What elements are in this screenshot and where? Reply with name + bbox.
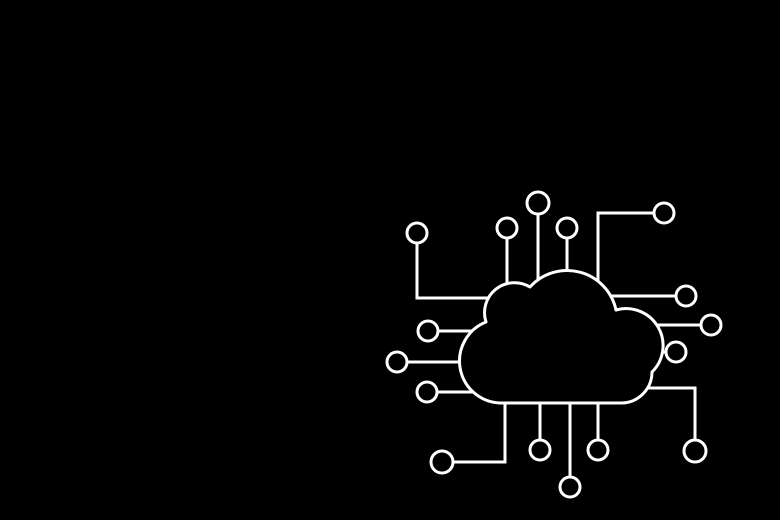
circuit-trace (596, 211, 654, 312)
circuit-node (674, 284, 698, 308)
circuit-node (664, 340, 688, 364)
circuit-node (385, 350, 409, 374)
circuit-trace (415, 243, 515, 300)
circuit-node (586, 438, 610, 462)
circuit-trace (640, 386, 697, 440)
circuit-node (555, 216, 579, 240)
circuit-node (405, 221, 429, 245)
circuit-node (429, 449, 455, 475)
cloud-outline (458, 269, 665, 405)
circuit-node (528, 438, 552, 462)
circuit-node (652, 201, 676, 225)
circuit-node (558, 475, 582, 499)
circuit-node (415, 380, 439, 404)
circuit-node (495, 216, 519, 240)
circuit-node (699, 313, 723, 337)
circuit-node (525, 190, 551, 216)
circuit-node (682, 438, 708, 464)
circuit-node (416, 319, 440, 343)
circuit-nodes (385, 190, 723, 499)
circuit-trace (453, 395, 507, 464)
